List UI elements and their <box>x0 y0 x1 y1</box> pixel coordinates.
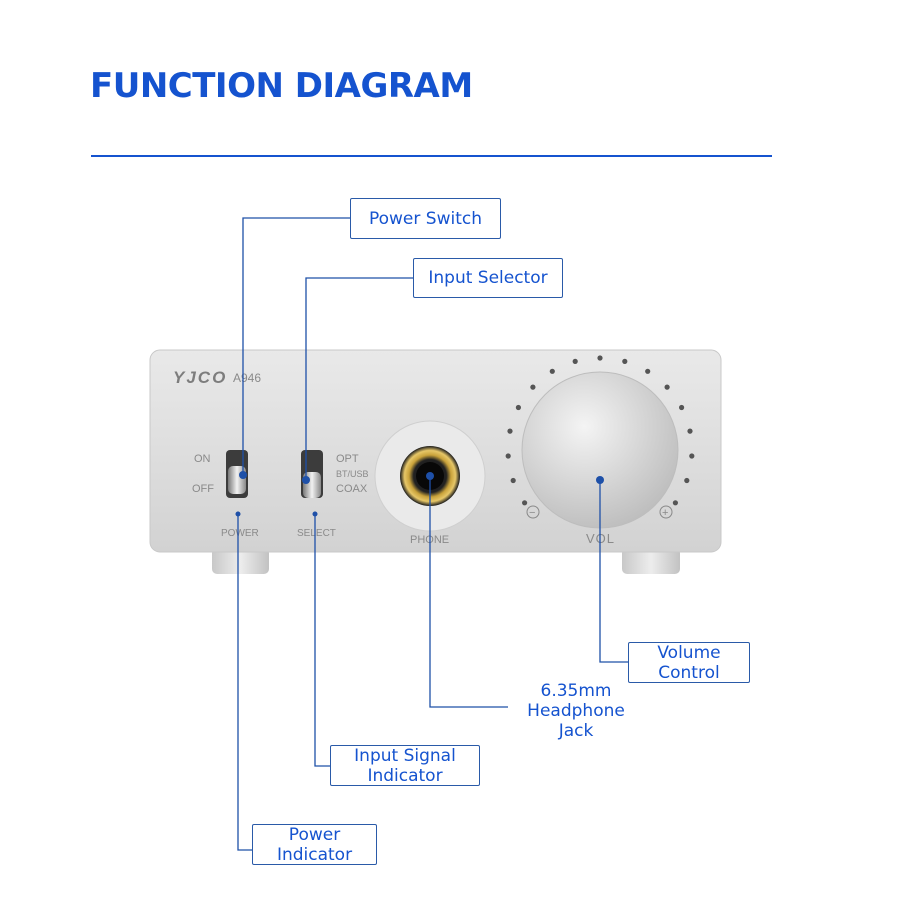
volume-scale-dot <box>522 500 528 506</box>
volume-scale-dot <box>572 358 578 364</box>
title-divider <box>91 155 772 157</box>
input-coax-label: COAX <box>336 483 368 495</box>
callout-volume-control-line1: Volume <box>657 642 721 663</box>
callout-input-signal-indicator: Input Signal Indicator <box>330 745 480 786</box>
volume-scale-dot <box>549 368 555 374</box>
volume-scale-dot <box>687 428 693 434</box>
power-label: POWER <box>221 528 259 539</box>
callout-input-selector-text: Input Selector <box>428 268 548 288</box>
callout-headphone-jack-line2: Headphone <box>527 701 625 721</box>
callout-power-switch: Power Switch <box>350 198 501 239</box>
volume-scale-dot <box>679 404 685 411</box>
callout-power-indicator: Power Indicator <box>252 824 377 865</box>
power-off-label: OFF <box>192 483 214 495</box>
callout-headphone-jack-line1: 6.35mm <box>540 681 612 701</box>
volume-scale-dot <box>684 477 690 484</box>
marker-headphone-jack <box>426 472 434 480</box>
marker-volume-control <box>596 476 604 484</box>
volume-scale-dot <box>645 368 651 374</box>
power-on-label: ON <box>194 453 211 465</box>
callout-volume-control-line2: Control <box>658 662 720 683</box>
brand-logo: YJCO <box>173 368 227 387</box>
callout-power-indicator-line2: Indicator <box>276 844 353 865</box>
volume-scale-dot <box>689 453 695 459</box>
volume-scale-dot <box>530 384 536 390</box>
volume-scale-dot <box>505 453 511 459</box>
right-foot <box>622 548 680 574</box>
leader-headphone-jack <box>429 476 508 708</box>
leader-input-signal <box>314 514 330 767</box>
volume-scale-dot <box>515 404 522 411</box>
volume-scale-dot <box>664 384 670 390</box>
vol-minus-label: − <box>529 507 535 519</box>
select-label: SELECT <box>297 528 336 539</box>
callout-power-switch-text: Power Switch <box>368 208 482 229</box>
volume-scale-dot <box>672 500 679 506</box>
volume-scale-dot <box>597 355 603 361</box>
knob-plus-mark <box>659 505 673 519</box>
volume-scale-dots <box>505 355 695 506</box>
input-btusb-label: BT/USB <box>336 469 369 479</box>
page-title: FUNCTION DIAGRAM <box>90 66 473 106</box>
volume-scale-dot <box>622 358 628 364</box>
marker-power-indicator <box>235 511 241 517</box>
vol-plus-label: + <box>662 507 668 519</box>
leader-volume-control <box>599 480 628 663</box>
marker-input-signal <box>312 511 318 517</box>
callout-input-selector: Input Selector <box>413 258 563 298</box>
model-label: A946 <box>233 371 261 385</box>
callout-input-signal-line2: Indicator <box>367 765 443 786</box>
marker-input-selector <box>302 476 310 484</box>
leader-input-selector <box>305 277 413 480</box>
callout-volume-control: Volume Control <box>628 642 750 683</box>
leader-power-indicator <box>237 514 252 851</box>
callout-power-indicator-line1: Power <box>288 824 341 845</box>
leader-power-switch <box>242 217 350 475</box>
volume-scale-dot <box>507 428 513 434</box>
marker-power-switch <box>239 471 247 479</box>
left-foot <box>212 548 269 574</box>
input-opt-label: OPT <box>336 453 359 465</box>
knob-minus-mark <box>526 505 540 519</box>
volume-scale-dot <box>510 477 516 484</box>
callout-headphone-jack-line3: Jack <box>558 721 594 741</box>
callout-input-signal-line1: Input Signal <box>354 745 456 766</box>
callout-headphone-jack: 6.35mm Headphone Jack <box>512 681 640 741</box>
